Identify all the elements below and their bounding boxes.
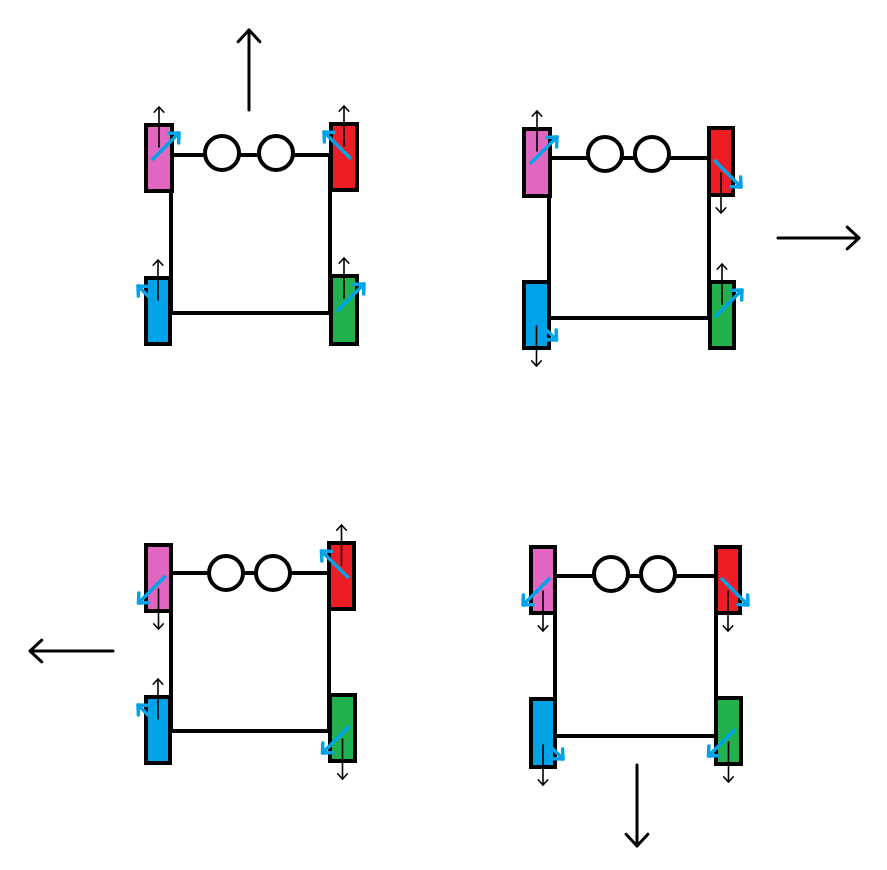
force-arrow-down-right-icon — [528, 312, 559, 342]
chassis-frame — [547, 156, 711, 320]
motion-arrow-left-icon — [28, 638, 115, 664]
wheel-front-right — [319, 524, 356, 611]
spin-down-arrow-icon — [336, 738, 349, 780]
chassis-frame — [169, 153, 332, 315]
force-arrow-up-right-icon — [529, 135, 559, 165]
wheel-front-right — [707, 126, 743, 214]
spin-down-arrow-icon — [722, 741, 735, 783]
spin-up-arrow-icon — [716, 263, 728, 305]
spin-up-arrow-icon — [152, 259, 164, 301]
wheel-rear-left — [136, 259, 172, 346]
force-arrow-up-left-icon — [322, 130, 352, 160]
spin-down-arrow-icon — [152, 588, 165, 630]
robot-moving-left — [28, 524, 357, 780]
spin-up-arrow-icon — [338, 105, 350, 147]
wheel-body — [144, 543, 173, 613]
force-arrow-down-right-icon — [720, 577, 750, 607]
wheel-front-left — [144, 106, 181, 193]
roller-circle — [633, 135, 671, 173]
wheel-front-left — [521, 545, 557, 632]
wheel-rear-right — [706, 696, 743, 783]
roller-circle — [254, 554, 292, 592]
roller-circle — [257, 134, 295, 172]
spin-up-arrow-icon — [338, 257, 350, 299]
robot-moving-backward — [521, 545, 750, 848]
roller-circle — [203, 134, 241, 172]
force-arrow-down-left-icon — [136, 575, 167, 605]
roller-circle — [592, 555, 630, 593]
force-arrow-up-left-icon — [136, 284, 166, 314]
roller-circle — [639, 555, 677, 593]
spin-up-arrow-icon — [153, 106, 165, 148]
force-arrow-down-right-icon — [713, 159, 743, 189]
spin-up-arrow-icon — [152, 678, 164, 720]
wheel-front-left — [522, 110, 559, 198]
force-arrow-down-left-icon — [706, 728, 737, 758]
wheel-rear-right — [320, 693, 357, 780]
roller-circle — [586, 135, 624, 173]
wheel-body — [329, 122, 359, 192]
wheel-front-left — [136, 543, 173, 630]
roller-circle — [207, 554, 245, 592]
robot-moving-forward — [136, 28, 366, 346]
force-arrow-up-right-icon — [336, 282, 366, 312]
robot-moving-right — [522, 110, 861, 367]
force-arrow-up-right-icon — [151, 131, 181, 161]
wheel-rear-right — [708, 263, 744, 350]
spin-up-arrow-icon — [335, 524, 348, 566]
spin-down-arrow-icon — [715, 172, 727, 214]
spin-down-arrow-icon — [722, 590, 734, 632]
spin-up-arrow-icon — [531, 110, 543, 152]
wheel-rear-left — [522, 280, 559, 367]
spin-down-arrow-icon — [537, 744, 549, 786]
motion-arrow-right-icon — [776, 225, 861, 251]
force-arrow-down-left-icon — [320, 725, 351, 755]
motion-arrow-down-icon — [624, 763, 650, 848]
force-arrow-up-left-icon — [319, 549, 350, 579]
wheel-rear-left — [136, 678, 172, 765]
force-arrow-up-left-icon — [136, 703, 166, 733]
wheel-rear-right — [329, 257, 366, 346]
spin-down-arrow-icon — [530, 325, 543, 367]
motion-arrow-up-icon — [236, 28, 262, 112]
force-arrow-down-left-icon — [521, 577, 551, 607]
wheel-body — [522, 280, 551, 350]
force-arrow-up-right-icon — [714, 288, 744, 318]
force-arrow-down-right-icon — [535, 731, 565, 761]
spin-down-arrow-icon — [537, 590, 549, 632]
wheel-front-right — [714, 545, 750, 632]
chassis-frame — [169, 571, 331, 733]
chassis-frame — [553, 574, 718, 738]
wheel-front-right — [322, 105, 359, 192]
wheel-rear-left — [529, 697, 565, 786]
